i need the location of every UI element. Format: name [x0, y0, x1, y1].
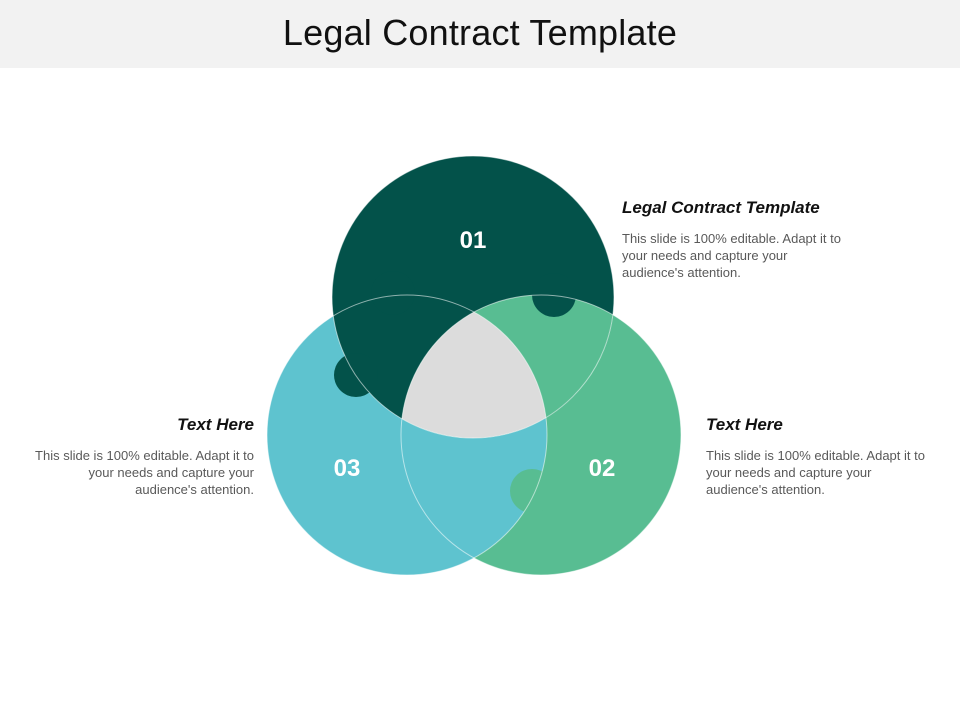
segment-03-number: 03 [334, 455, 361, 482]
puzzle-tab-bottom-right [510, 469, 554, 513]
text-block-right: Text Here This slide is 100% editable. A… [706, 415, 936, 498]
text-block-body: This slide is 100% editable. Adapt it to… [622, 231, 841, 280]
page-title: Legal Contract Template [282, 12, 678, 53]
puzzle-tab-top-right [532, 273, 576, 317]
puzzle-tab-right [566, 354, 610, 398]
text-block-body: This slide is 100% editable. Adapt it to… [706, 448, 925, 497]
segment-01-number: 01 [460, 227, 487, 254]
text-block-heading: Text Here [706, 415, 783, 434]
puzzle-tab-top-left [371, 271, 415, 315]
title-bar [0, 0, 960, 68]
text-block-top-right: Legal Contract Template This slide is 10… [622, 198, 852, 281]
text-block-left: Text Here This slide is 100% editable. A… [24, 415, 254, 498]
puzzle-tab-bottom-left [403, 469, 447, 513]
text-block-heading: Legal Contract Template [622, 198, 820, 217]
text-block-heading: Text Here [177, 415, 254, 434]
segment-02-number: 02 [589, 455, 616, 482]
text-block-body: This slide is 100% editable. Adapt it to… [35, 448, 254, 497]
